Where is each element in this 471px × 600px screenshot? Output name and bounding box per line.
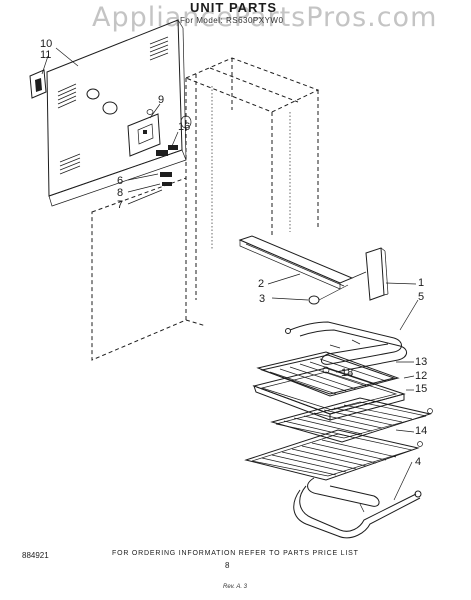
upper-element bbox=[285, 321, 407, 373]
rail-and-vent bbox=[238, 235, 389, 305]
callout-4: 4 bbox=[415, 456, 422, 468]
back-bracket bbox=[29, 69, 47, 99]
callout-5: 5 bbox=[418, 291, 425, 303]
page-number: 8 bbox=[225, 561, 230, 570]
oven-rack-upper bbox=[270, 397, 433, 443]
callout-16: 16 bbox=[178, 121, 191, 133]
callout-15: 15 bbox=[415, 383, 428, 395]
callout-18: 18 bbox=[341, 367, 354, 379]
print-mark: Rev. A. 3 bbox=[223, 584, 248, 590]
broiler-pan bbox=[252, 351, 406, 421]
callout-9: 9 bbox=[158, 94, 165, 106]
model-subtitle: For Model: RS630PXYW0 bbox=[180, 16, 284, 25]
lower-element bbox=[293, 477, 422, 539]
back-panel bbox=[46, 19, 192, 207]
document-code: 884921 bbox=[22, 551, 49, 560]
callout-12: 12 bbox=[415, 370, 428, 382]
leader-lines bbox=[41, 47, 419, 501]
callout-13: 13 bbox=[415, 356, 428, 368]
callout-11: 11 bbox=[40, 49, 52, 61]
callout-7: 7 bbox=[117, 199, 124, 211]
oven-body-outline bbox=[91, 57, 320, 361]
callout-6: 6 bbox=[117, 175, 124, 187]
callout-8: 8 bbox=[117, 187, 124, 199]
callout-2: 2 bbox=[258, 278, 265, 290]
callout-1: 1 bbox=[418, 277, 425, 289]
callout-3: 3 bbox=[259, 293, 266, 305]
callout-10: 10 bbox=[40, 38, 53, 50]
ordering-note: FOR ORDERING INFORMATION REFER TO PARTS … bbox=[112, 550, 359, 557]
oven-rack-lower bbox=[244, 429, 423, 481]
page-title: UNIT PARTS bbox=[190, 0, 278, 15]
watermark: AppliancePartsPros.com bbox=[92, 2, 438, 33]
callout-14: 14 bbox=[415, 425, 428, 437]
